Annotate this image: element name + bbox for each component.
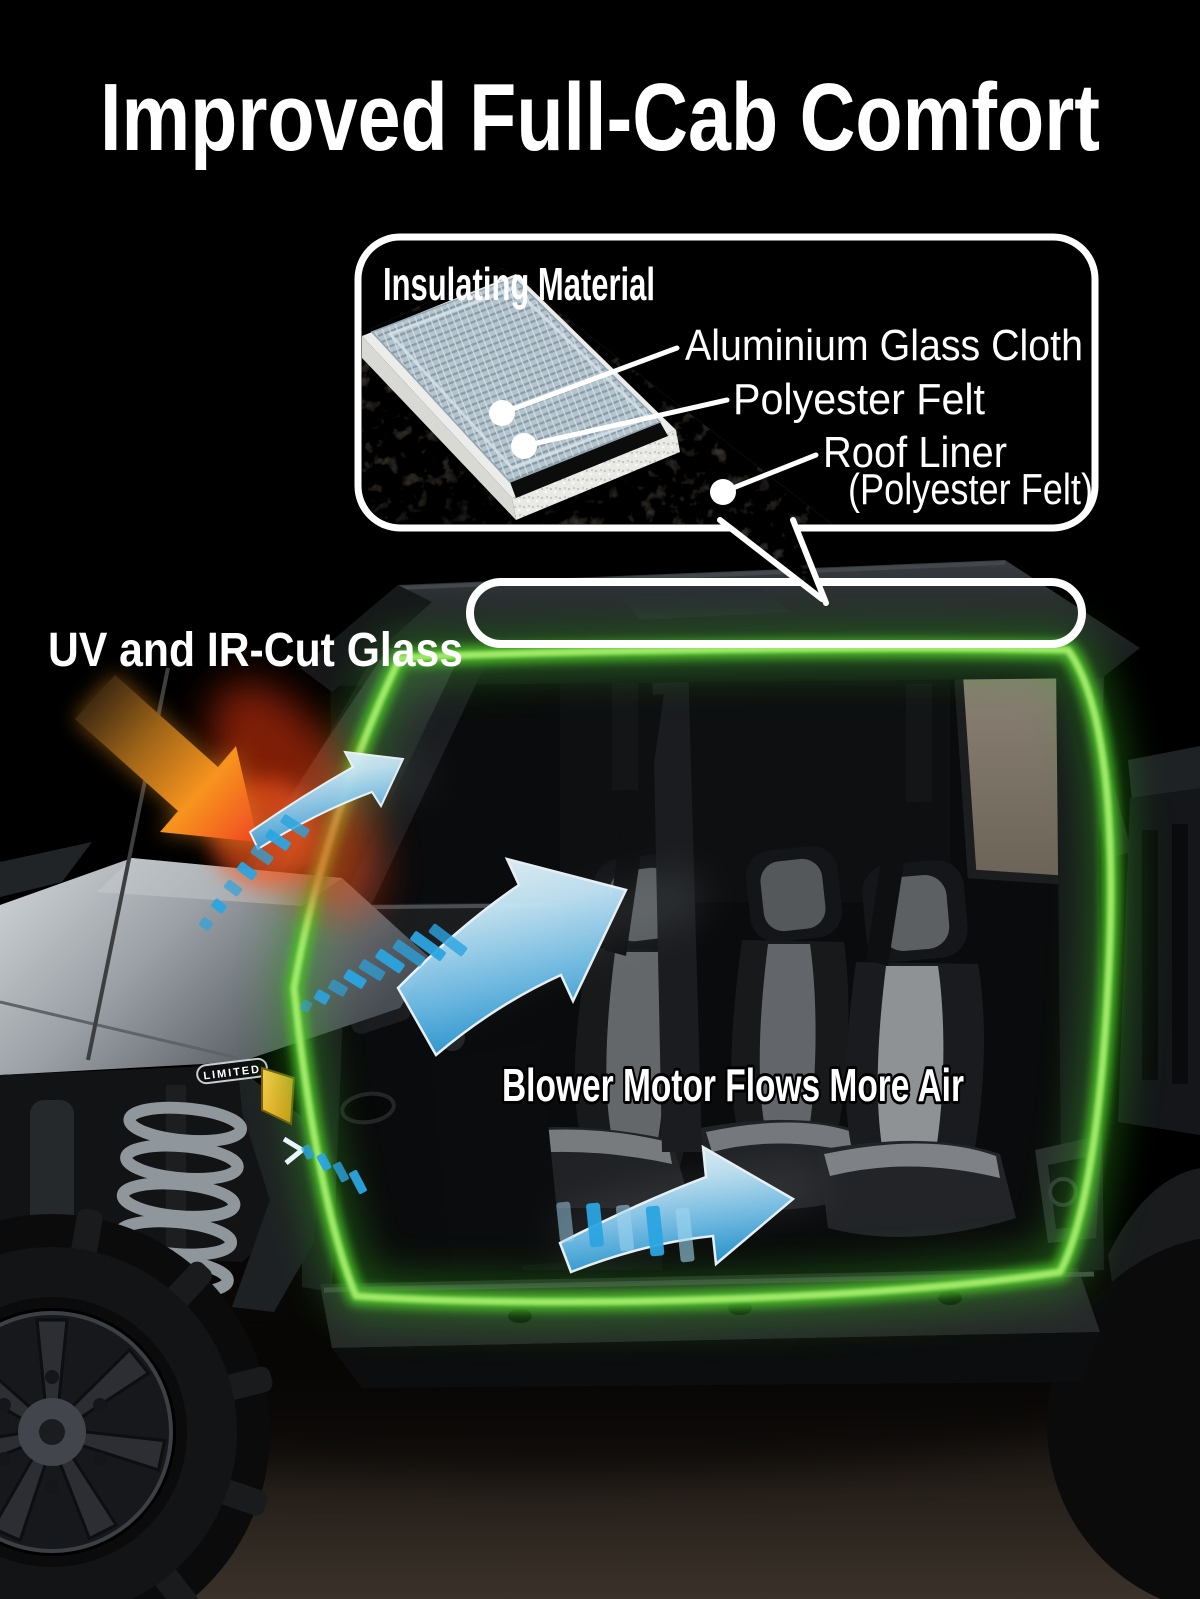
cab-highlight-green-outline <box>272 626 1133 1324</box>
vent-dashes-windshield <box>199 814 310 931</box>
leader-lines <box>499 345 819 495</box>
label-blower-motor: Blower Motor Flows More Air <box>502 1059 964 1111</box>
callout-dot <box>710 479 736 505</box>
heat-arrow-icon <box>75 675 258 842</box>
airflow <box>199 750 822 1274</box>
heat-effect <box>75 675 381 919</box>
label-roof-liner-line1: Roof Liner <box>823 428 1007 477</box>
console <box>430 1042 562 1272</box>
label-uv-ir-cut-glass: UV and IR-Cut Glass <box>48 624 463 677</box>
airflow-arrow-mid-icon <box>396 857 628 1057</box>
insulation-illustration <box>362 268 842 524</box>
label-polyester-felt: Polyester Felt <box>733 375 985 424</box>
vent-dashes-dashboard <box>299 923 468 1013</box>
callout-title: Insulating Material <box>383 258 655 310</box>
rear-seat-near <box>818 860 1016 1237</box>
page-title: Improved Full-Cab Comfort <box>100 64 1100 171</box>
label-roof-liner-line2: (Polyester Felt) <box>848 465 1093 514</box>
label-glass-cloth: Aluminium Glass Cloth <box>685 321 1083 370</box>
vent-dashes-door <box>282 1136 367 1195</box>
front-wheel <box>0 1208 273 1599</box>
callout-dot <box>489 400 515 426</box>
vent-dashes-floor <box>556 1201 695 1263</box>
limited-badge: LIMITED <box>196 1057 268 1085</box>
callout-dot <box>511 433 537 459</box>
utv-vehicle-illustration: LIMITED <box>0 560 1200 1599</box>
insulating-material-callout: Insulating Material Aluminium Glass Clot… <box>354 233 1099 606</box>
felt-layer-edge <box>512 430 680 520</box>
roof-liner-highlight-outline <box>466 578 1086 648</box>
